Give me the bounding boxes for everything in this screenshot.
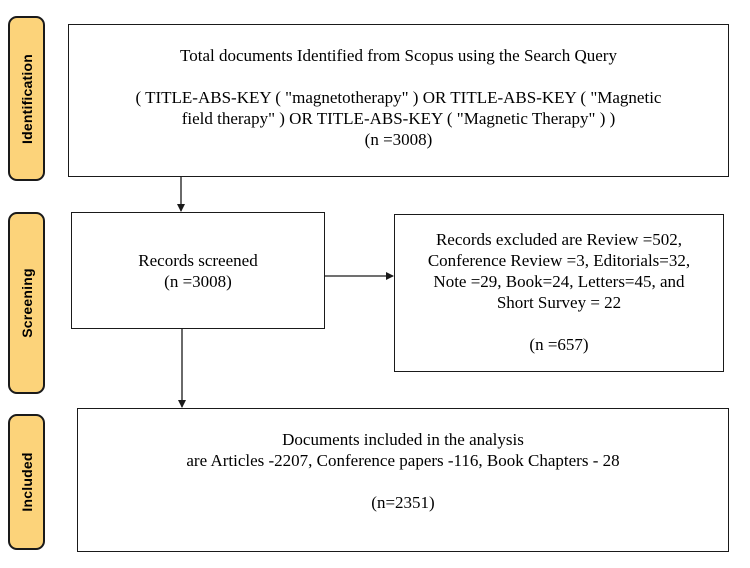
stage-label-identification: Identification <box>8 16 45 181</box>
screened-count: (n =3008) <box>164 272 232 291</box>
excluded-count: (n =657) <box>529 335 589 354</box>
excluded-records-box: Records excluded are Review =502, Confer… <box>394 214 724 372</box>
search-query-line-1: ( TITLE-ABS-KEY ( "magnetotherapy" ) OR … <box>135 88 662 107</box>
screened-description: Records screened <box>138 251 258 270</box>
stage-label-identification-text: Identification <box>18 53 35 144</box>
included-line-1: Documents included in the analysis <box>282 430 524 449</box>
included-count: (n=2351) <box>371 493 435 512</box>
spacer <box>69 66 728 87</box>
screened-records-box: Records screened (n =3008) <box>71 212 325 329</box>
excluded-line-2: Conference Review =3, Editorials=32, <box>427 251 691 270</box>
stage-label-screening: Screening <box>8 212 45 394</box>
identified-count: (n =3008) <box>364 130 433 149</box>
stage-label-included-text: Included <box>18 452 35 512</box>
excluded-line-3: Note =29, Book=24, Letters=45, and <box>433 272 685 291</box>
identified-records-box: Total documents Identified from Scopus u… <box>68 24 729 177</box>
excluded-line-4: Short Survey = 22 <box>496 293 622 312</box>
spacer <box>78 471 728 492</box>
included-line-2: are Articles -2207, Conference papers -1… <box>186 451 620 470</box>
search-query-line-2: field therapy" ) OR TITLE-ABS-KEY ( "Mag… <box>181 109 616 128</box>
stage-label-screening-text: Screening <box>18 268 35 338</box>
stage-label-included: Included <box>8 414 45 550</box>
identified-description: Total documents Identified from Scopus u… <box>180 46 617 65</box>
spacer <box>395 313 723 334</box>
excluded-line-1: Records excluded are Review =502, <box>435 230 683 249</box>
included-records-box: Documents included in the analysis are A… <box>77 408 729 552</box>
